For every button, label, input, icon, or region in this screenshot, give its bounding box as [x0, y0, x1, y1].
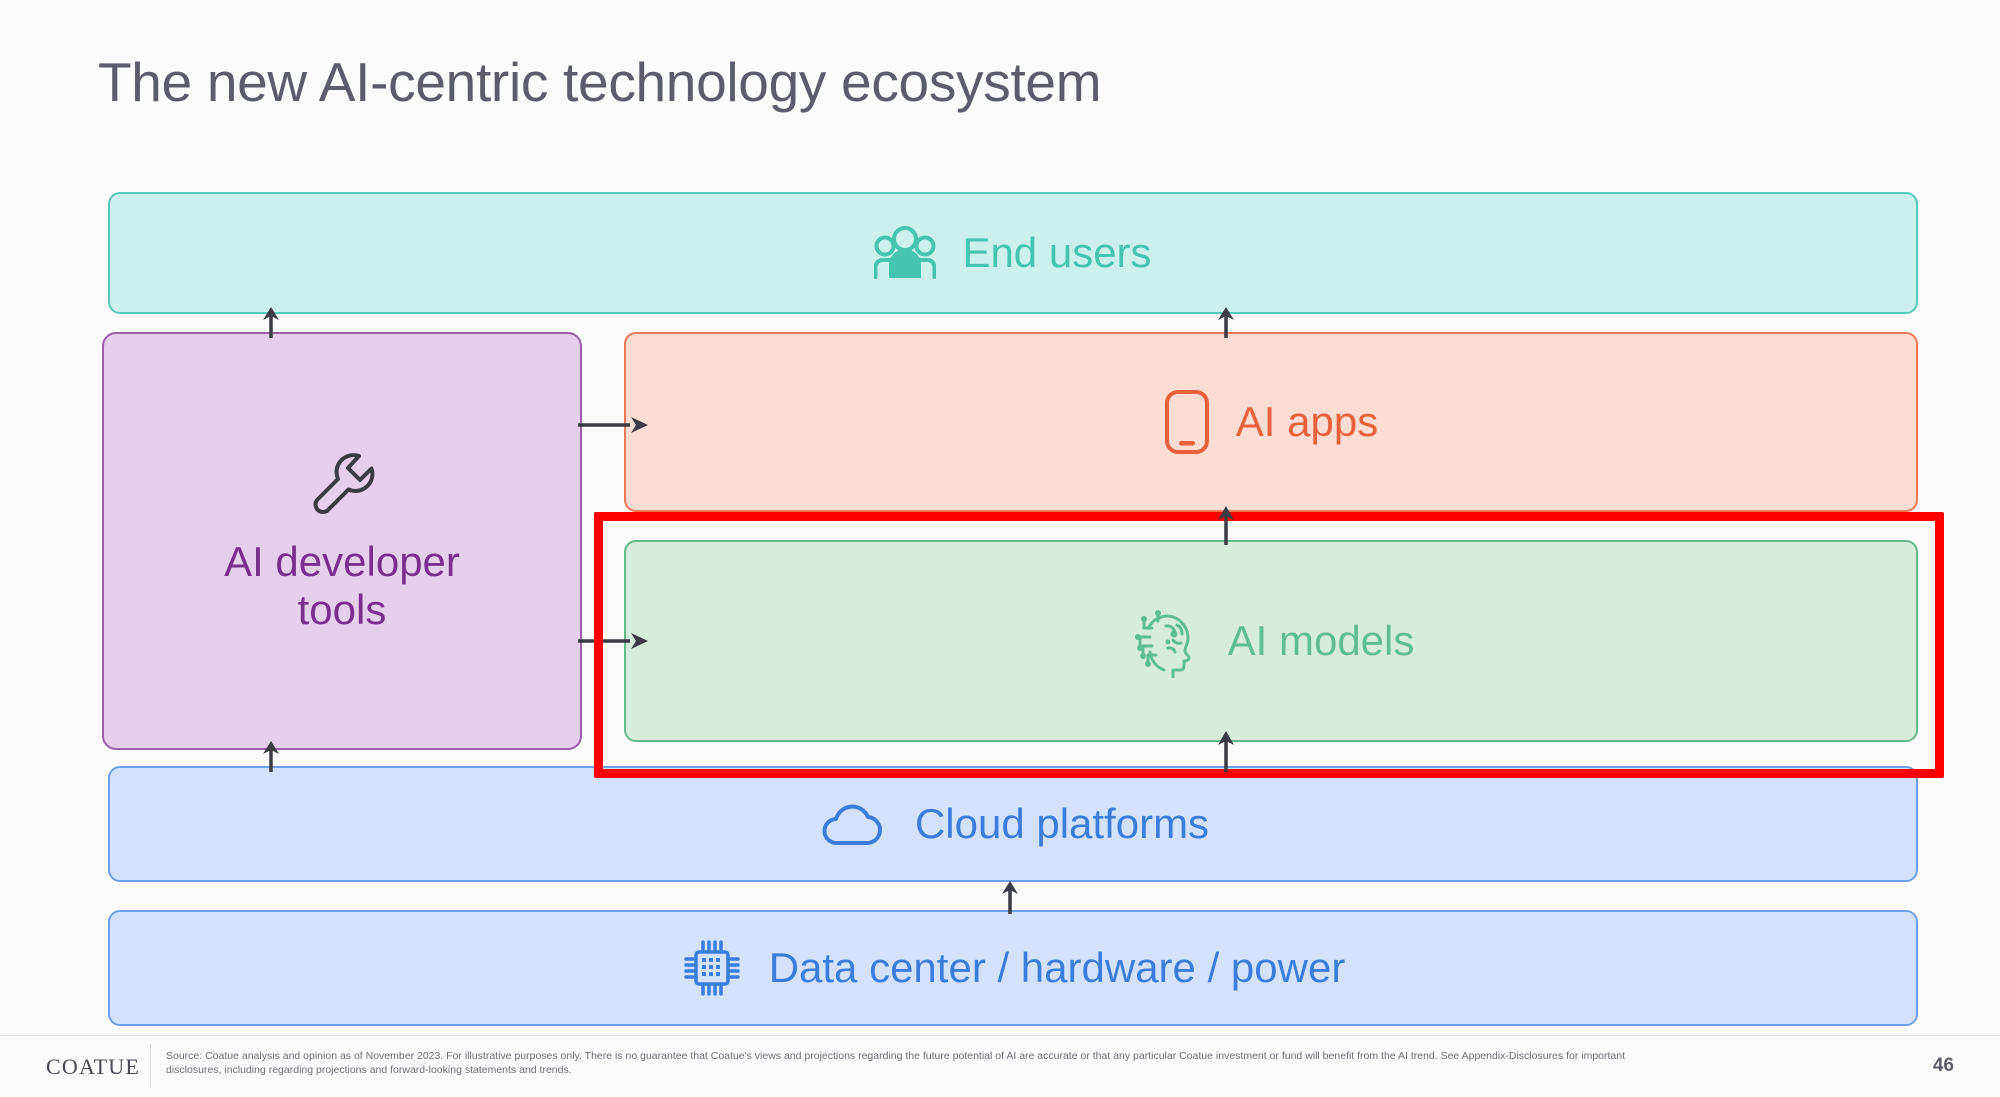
coatue-logo: COATUE [46, 1054, 140, 1079]
slide-footer: COATUE Source: Coatue analysis and opini… [0, 1035, 2000, 1097]
arrow-data-center-to-cloud [995, 880, 1025, 914]
layer-label-cloud-platforms: Cloud platforms [914, 800, 1210, 847]
devtools-label-line-2: tools [297, 586, 387, 633]
arrow-devtools-to-end-users [256, 306, 286, 338]
ai-brain-head-icon [1128, 604, 1202, 678]
layer-ai-models[interactable]: AI models [624, 540, 1918, 742]
devtools-label-line-1: AI developer [224, 537, 460, 585]
cloud-icon [817, 799, 889, 849]
footer-divider [150, 1044, 151, 1088]
layer-label-ai-apps: AI apps [1235, 398, 1379, 445]
layer-label-ai-models: AI models [1227, 617, 1415, 664]
smartphone-icon [1164, 389, 1210, 455]
layer-ai-apps[interactable]: AI apps [624, 332, 1918, 512]
footer-source-note: Source: Coatue analysis and opinion as o… [166, 1049, 1856, 1078]
page-title: The new AI-centric technology ecosystem [98, 51, 1102, 113]
arrow-ai-models-to-ai-apps [1211, 505, 1241, 545]
layer-label-ai-developer-tools: AI developer tools [224, 538, 460, 635]
page-number: 46 [1932, 1055, 1954, 1076]
layer-data-center[interactable]: Data center / hardware / power [108, 910, 1918, 1026]
layer-ai-developer-tools[interactable]: AI developer tools [102, 332, 582, 750]
arrow-cloud-to-devtools [256, 740, 286, 772]
layer-end-users[interactable]: End users [108, 192, 1918, 314]
layer-label-end-users: End users [962, 229, 1152, 276]
arrow-ai-apps-to-end-users [1211, 306, 1241, 338]
layer-label-data-center: Data center / hardware / power [768, 944, 1346, 991]
arrow-devtools-to-ai-apps [578, 410, 650, 440]
arrow-cloud-to-ai-models [1211, 730, 1241, 772]
layer-cloud-platforms[interactable]: Cloud platforms [108, 766, 1918, 882]
arrow-devtools-to-ai-models [578, 626, 650, 656]
people-group-icon [874, 225, 937, 281]
footer-source-line-2: disclosures, including regarding project… [166, 1064, 572, 1077]
cpu-chip-icon [681, 937, 743, 999]
wrench-icon [303, 448, 381, 520]
footer-source-line-1: Source: Coatue analysis and opinion as o… [166, 1050, 1626, 1062]
